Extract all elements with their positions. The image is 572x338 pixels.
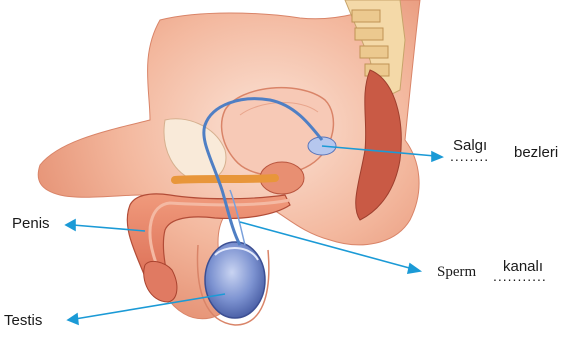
salgi-dotted-blank: ........ [450,148,489,164]
sperm-prefix-label: Sperm [437,264,476,281]
sperm-dotted-blank: ........... [493,268,547,284]
testis-shape [205,242,265,318]
penis-label: Penis [12,215,50,232]
salgi-suffix-label: bezleri [514,144,558,161]
testis-label: Testis [4,312,42,329]
